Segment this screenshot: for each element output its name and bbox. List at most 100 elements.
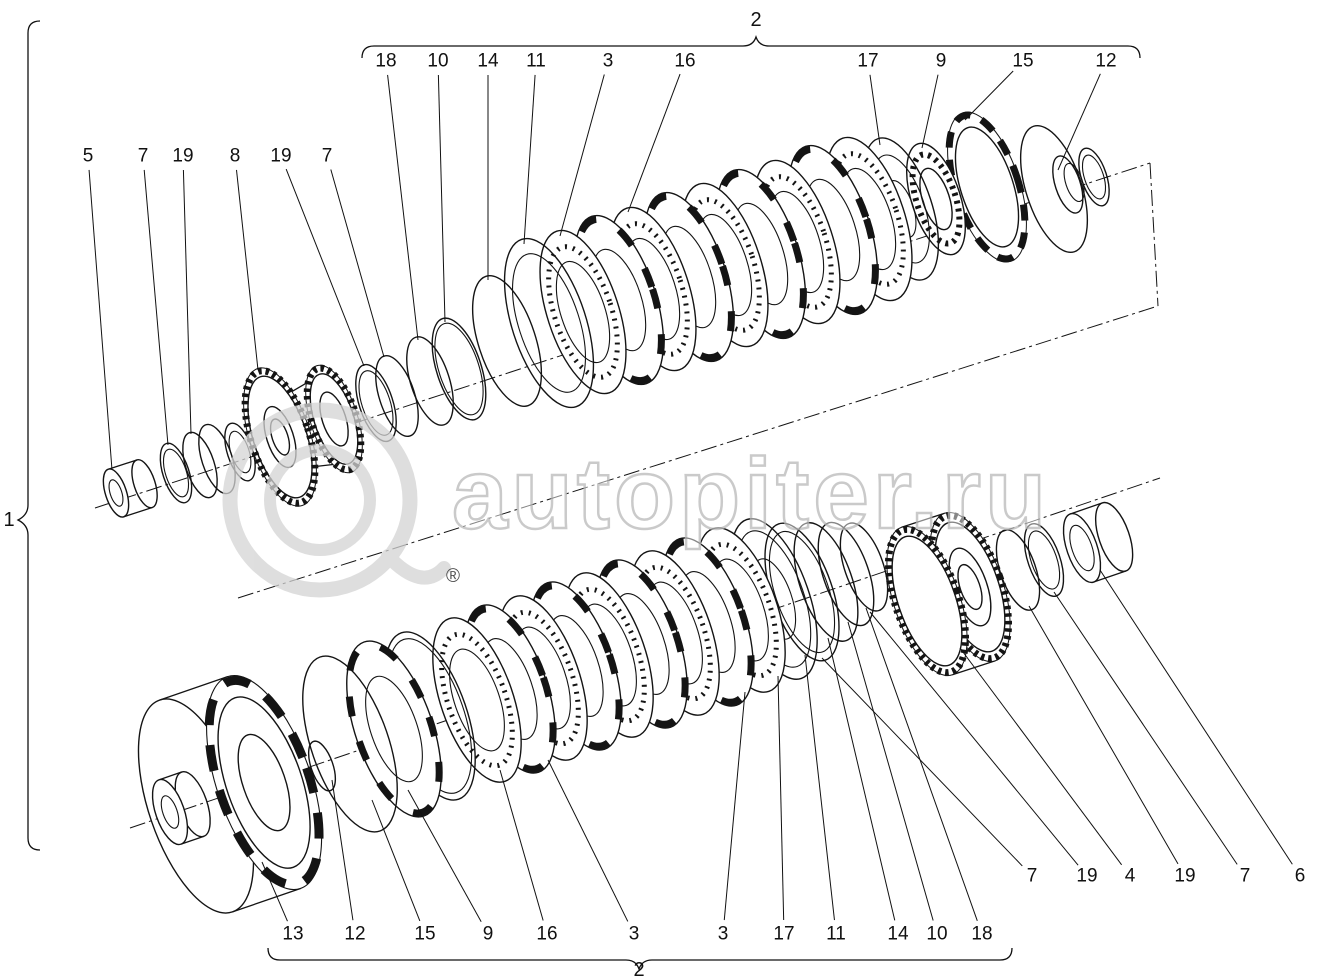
group-bracket-left xyxy=(16,20,41,851)
part-callout-3: 3 xyxy=(718,924,729,945)
part-callout-7: 7 xyxy=(322,146,333,167)
part-callout-7: 7 xyxy=(1027,866,1038,887)
part-clutch-drum-housing xyxy=(137,675,324,914)
lower-clutch-assembly xyxy=(137,501,1134,914)
assembly-parts xyxy=(102,111,1134,914)
callout-leader-line xyxy=(821,657,1023,867)
upper-clutch-assembly xyxy=(102,111,1110,518)
callout-leader-line xyxy=(847,621,934,921)
callout-leader-line xyxy=(182,169,192,435)
watermark-logo-outer-ring xyxy=(222,402,418,598)
part-splined-hub xyxy=(102,459,158,518)
part-friction-disc xyxy=(539,229,627,395)
part-callout-19: 19 xyxy=(1174,866,1195,887)
part-drum-ring xyxy=(503,237,595,409)
callout-leader-line xyxy=(387,74,419,341)
part-snap-ring xyxy=(182,431,218,499)
part-callout-10: 10 xyxy=(926,924,947,945)
callout-leader-line xyxy=(437,74,446,323)
part-callout-15: 15 xyxy=(1012,51,1033,72)
callout-leader-line xyxy=(1057,73,1101,171)
center-line xyxy=(1149,162,1159,307)
callout-leader-line xyxy=(959,647,1123,866)
part-callout-19: 19 xyxy=(1076,866,1097,887)
callout-leader-line xyxy=(723,691,746,921)
part-callout-8: 8 xyxy=(230,146,241,167)
watermark-logo-inner-ring xyxy=(264,444,376,556)
part-callout-7: 7 xyxy=(138,146,149,167)
part-ring xyxy=(431,317,487,421)
part-callout-14: 14 xyxy=(477,51,499,72)
part-callout-11: 11 xyxy=(826,924,846,945)
callout-leader-line xyxy=(964,70,1014,121)
part-callout-3: 3 xyxy=(603,51,614,72)
part-gear-back-rim xyxy=(884,525,970,677)
part-ring xyxy=(159,442,193,504)
part-callout-17: 17 xyxy=(773,924,794,945)
callout-leader-line xyxy=(235,169,259,371)
part-large-circlip xyxy=(471,275,543,407)
callout-leader-line xyxy=(777,675,785,921)
part-callout-9: 9 xyxy=(936,51,947,72)
callout-leader-line xyxy=(865,607,978,921)
part-gear-body-join xyxy=(901,512,996,676)
center-line xyxy=(237,305,1159,599)
callout-leader-line xyxy=(921,74,939,149)
part-callout-19: 19 xyxy=(270,146,291,167)
callout-leader-line xyxy=(261,861,288,922)
part-spring-washer xyxy=(793,522,859,642)
callout-leader-line xyxy=(627,73,681,213)
callout-leader-line xyxy=(88,169,113,471)
part-callout-6: 6 xyxy=(1295,866,1306,887)
callout-leader-line xyxy=(523,74,536,245)
callout-leader-line xyxy=(1099,569,1293,865)
callout-leader-line xyxy=(499,769,544,921)
part-callout-16: 16 xyxy=(674,51,695,72)
watermark-text: autopiter.ru xyxy=(452,438,1050,550)
part-callout-19: 19 xyxy=(172,146,193,167)
part-callout-13: 13 xyxy=(282,924,303,945)
callout-leader-line xyxy=(559,74,605,237)
part-callout-15: 15 xyxy=(414,924,435,945)
callout-leader-line xyxy=(330,169,385,358)
part-end-cap xyxy=(1019,124,1089,254)
group-label-bottom: 2 xyxy=(633,959,644,977)
part-pressure-plate xyxy=(345,640,443,818)
part-drum-hub xyxy=(151,771,211,846)
callout-leader-line xyxy=(143,169,169,446)
part-callout-4: 4 xyxy=(1125,866,1136,887)
part-sleeve xyxy=(1062,501,1134,584)
part-large-circlip xyxy=(302,655,398,833)
callout-leader-line xyxy=(407,789,482,923)
group-label-top: 2 xyxy=(750,9,761,31)
callout-leader-line xyxy=(1028,605,1179,865)
callout-leader-line xyxy=(1053,591,1238,865)
part-callout-10: 10 xyxy=(427,51,448,72)
part-callout-9: 9 xyxy=(483,924,494,945)
watermark-registered-icon: ® xyxy=(446,566,460,587)
group-bracket-top xyxy=(361,34,1141,59)
part-washer xyxy=(817,521,875,627)
part-callout-18: 18 xyxy=(375,51,396,72)
group-label-left: 1 xyxy=(3,509,14,531)
part-callout-7: 7 xyxy=(1240,866,1251,887)
callout-leader-line xyxy=(827,637,896,921)
part-callout-3: 3 xyxy=(629,924,640,945)
group-bracket-bottom xyxy=(267,947,1013,972)
part-callout-12: 12 xyxy=(344,924,365,945)
callout-leader-line xyxy=(371,799,421,922)
callout-leader-line xyxy=(869,74,881,146)
part-callout-11: 11 xyxy=(526,51,546,72)
callout-leader-line xyxy=(869,611,1079,866)
watermark-logo-tail xyxy=(381,549,451,585)
part-callout-17: 17 xyxy=(857,51,878,72)
callout-leader-line xyxy=(331,779,354,921)
part-snap-ring xyxy=(839,522,889,612)
callout-leader-line xyxy=(285,168,365,367)
callout-leader-line xyxy=(547,759,629,922)
watermark: autopiter.ru ® xyxy=(222,402,1050,598)
callout-leader-line xyxy=(804,654,835,921)
part-callout-12: 12 xyxy=(1095,51,1116,72)
